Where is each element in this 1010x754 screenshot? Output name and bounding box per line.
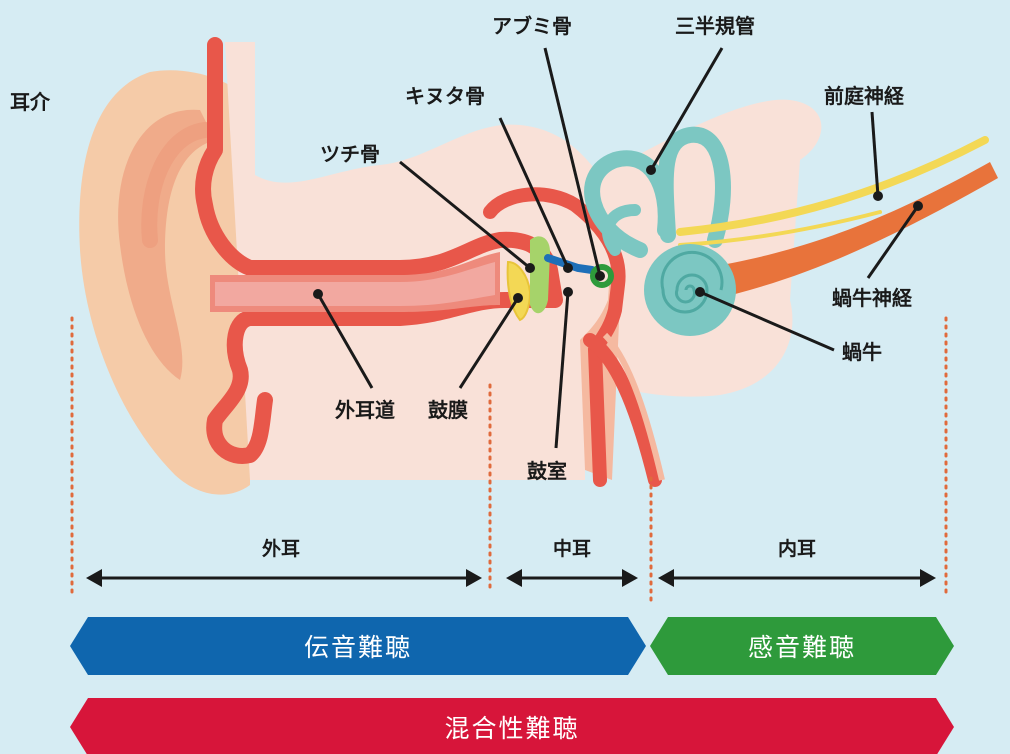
leader-vestibular	[872, 112, 878, 196]
label-malleus: ツチ骨	[320, 142, 380, 166]
region-outer-ear: 外耳	[262, 534, 300, 561]
label-ear-canal: 外耳道	[335, 398, 395, 422]
dot-semicircular	[646, 165, 656, 175]
dot-vestibular	[873, 191, 883, 201]
dot-cochlear-nerve	[913, 201, 923, 211]
arrow-outer-left-head	[86, 569, 102, 587]
label-auricle: 耳介	[10, 90, 50, 114]
dot-eardrum	[513, 293, 523, 303]
arrow-inner-right-head	[920, 569, 936, 587]
sensorineural-hearing-loss-label: 感音難聴	[748, 628, 856, 664]
region-middle-ear: 中耳	[553, 534, 591, 561]
dot-cochlea	[695, 287, 705, 297]
arrow-inner-left-head	[658, 569, 674, 587]
label-incus: キヌタ骨	[405, 84, 485, 108]
range-arrows	[86, 569, 936, 587]
label-stapes: アブミ骨	[492, 14, 572, 38]
arrow-outer-right-head	[466, 569, 482, 587]
label-semicircular-canals: 三半規管	[675, 14, 755, 38]
label-vestibular-nerve: 前庭神経	[824, 84, 904, 108]
mixed-hearing-loss-label: 混合性難聴	[444, 709, 579, 745]
malleus-shape	[530, 236, 550, 313]
arrow-middle-right-head	[622, 569, 638, 587]
label-eardrum: 鼓膜	[428, 398, 468, 422]
label-cochlear-nerve: 蝸牛神経	[832, 286, 912, 310]
dot-stapes	[595, 271, 605, 281]
dot-incus	[563, 263, 573, 273]
label-cochlea: 蝸牛	[842, 340, 882, 364]
region-inner-ear: 内耳	[778, 534, 816, 561]
dot-malleus	[525, 263, 535, 273]
arrow-middle-left-head	[506, 569, 522, 587]
dot-tympanic	[563, 287, 573, 297]
conductive-hearing-loss-label: 伝音難聴	[304, 628, 412, 664]
dot-ear-canal	[313, 289, 323, 299]
label-tympanic-cavity: 鼓室	[527, 459, 567, 483]
